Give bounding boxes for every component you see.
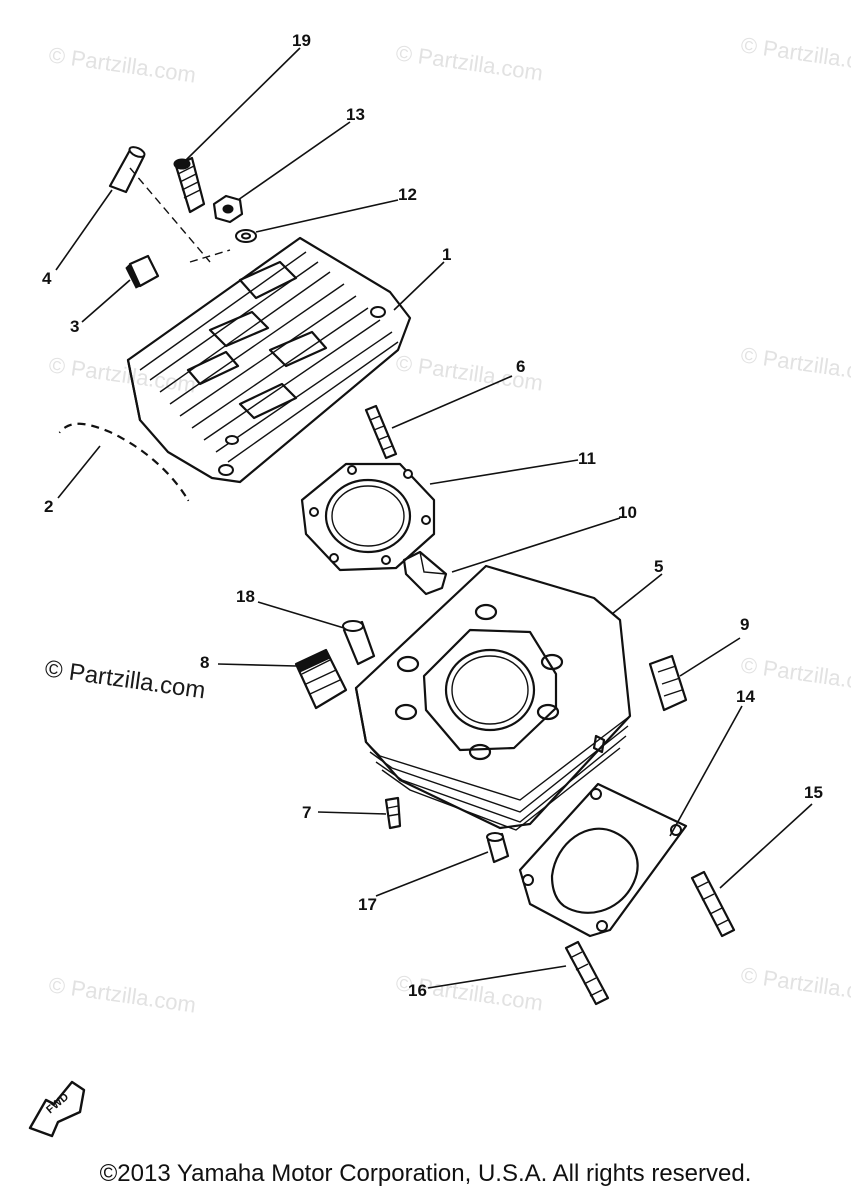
part-cap-3 xyxy=(125,254,160,289)
callout-5: 5 xyxy=(654,557,663,576)
part-bolt-7 xyxy=(384,796,402,830)
part-head-gasket xyxy=(300,462,436,572)
callout-11: 11 xyxy=(578,449,596,468)
callout-13: 13 xyxy=(346,105,365,124)
callout-3: 3 xyxy=(70,317,79,336)
callout-8: 8 xyxy=(200,653,209,672)
callout-4: 4 xyxy=(42,269,52,288)
part-dowel-17 xyxy=(486,832,510,864)
callout-18: 18 xyxy=(236,587,255,606)
part-dowel-18 xyxy=(342,620,376,666)
fwd-arrow-icon: FWD xyxy=(28,1080,86,1138)
callout-6: 6 xyxy=(516,357,525,376)
callout-16: 16 xyxy=(408,981,427,1000)
callout-14: 14 xyxy=(736,687,755,706)
callout-1: 1 xyxy=(442,245,451,264)
callout-7: 7 xyxy=(302,803,311,822)
watermark: © Partzilla.com xyxy=(394,40,544,85)
watermark: © Partzilla.com xyxy=(739,342,851,387)
part-washer-12 xyxy=(235,229,257,243)
callout-15: 15 xyxy=(804,783,823,802)
leader-lines xyxy=(55,47,813,989)
part-damper-8 xyxy=(294,648,348,710)
part-stud-6 xyxy=(364,404,398,460)
callout-19: 19 xyxy=(292,31,311,50)
callout-12: 12 xyxy=(398,185,417,204)
watermark-primary: © Partzilla.com xyxy=(43,655,207,704)
callout-9: 9 xyxy=(740,615,749,634)
part-fitting-10 xyxy=(402,550,448,596)
watermark: © Partzilla.com xyxy=(47,352,197,397)
part-base-gasket xyxy=(518,782,688,938)
watermark: © Partzilla.com xyxy=(739,652,851,697)
part-cylinder xyxy=(354,564,632,831)
part-damper-9 xyxy=(648,654,688,712)
part-cylinder-head xyxy=(126,236,412,484)
copyright-notice: ©2013 Yamaha Motor Corporation, U.S.A. A… xyxy=(99,1160,752,1187)
part-stud-15 xyxy=(690,870,736,938)
watermark: © Partzilla.com xyxy=(739,962,851,1007)
watermark-layer: © Partzilla.com © Partzilla.com © Partzi… xyxy=(43,32,851,1017)
part-hose xyxy=(58,422,190,502)
part-cap-4 xyxy=(108,146,146,194)
watermark: © Partzilla.com xyxy=(47,42,197,87)
part-spark-plug xyxy=(173,156,206,214)
watermark: © Partzilla.com xyxy=(739,32,851,77)
callout-labels: 19 13 12 1 4 3 2 6 11 10 5 18 8 9 14 15 … xyxy=(42,31,823,1000)
part-nut-13 xyxy=(212,194,244,224)
callout-10: 10 xyxy=(618,503,637,522)
callout-17: 17 xyxy=(358,895,377,914)
watermark: © Partzilla.com xyxy=(47,972,197,1017)
callout-2: 2 xyxy=(44,497,53,516)
part-stud-16 xyxy=(564,940,610,1006)
